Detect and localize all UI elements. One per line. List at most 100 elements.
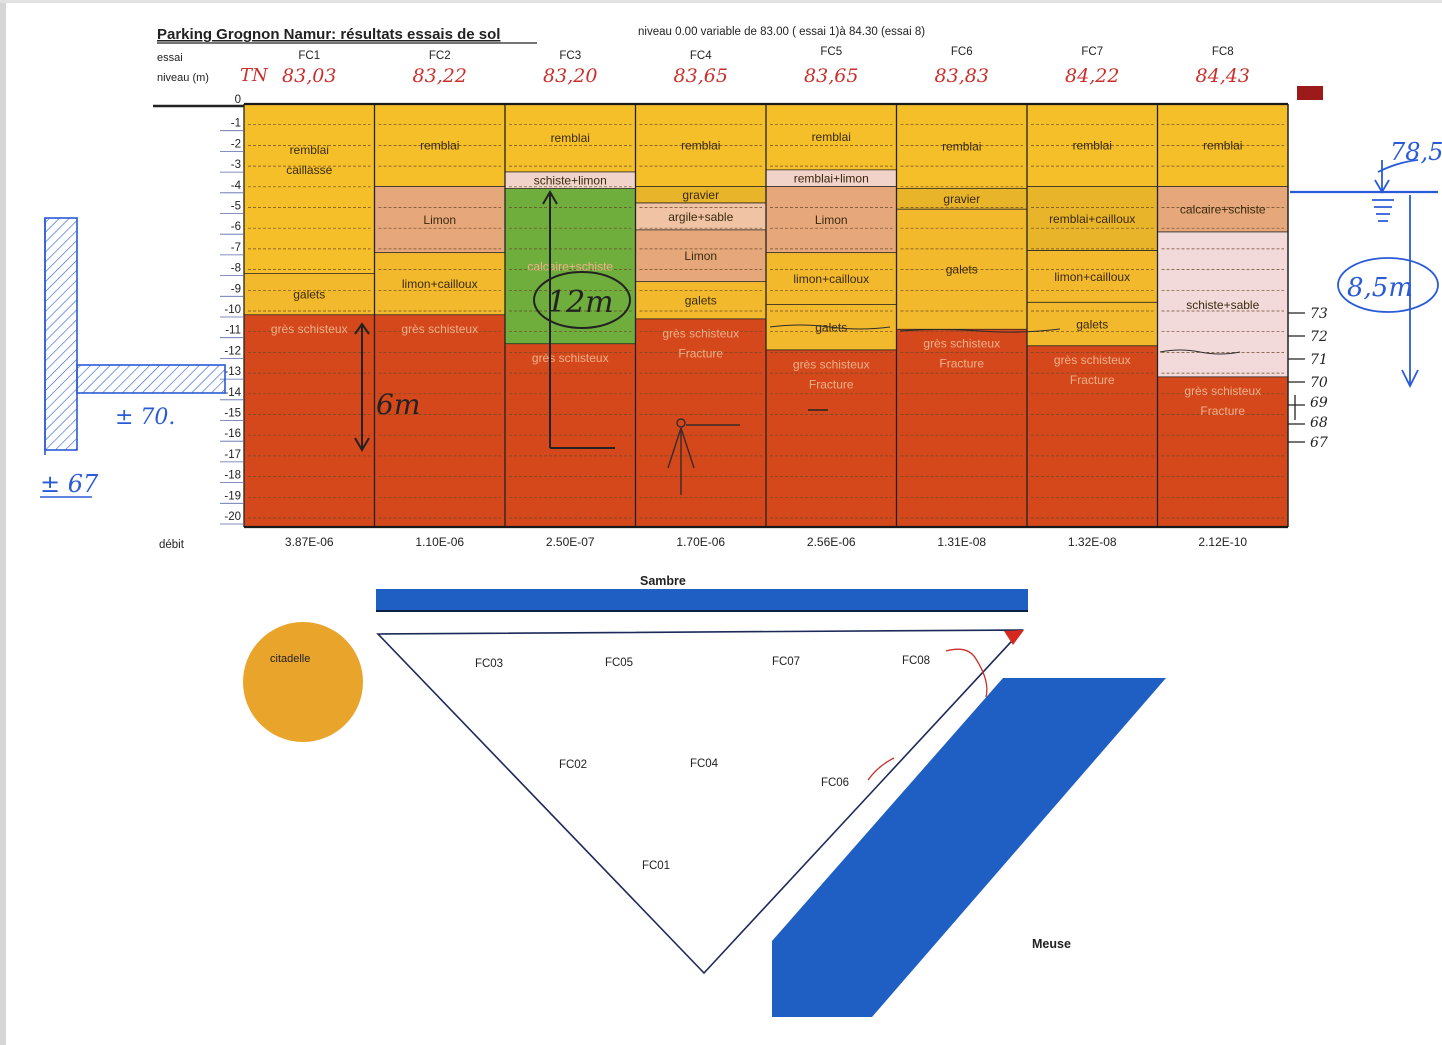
handwritten-niveau: 83,65 [674,65,728,87]
soil-layer [244,104,375,274]
soil-layer-label: calcaire+schiste [527,259,613,273]
soil-layer-label: Limon [423,213,456,227]
handwritten-water-lines [769,324,1241,355]
soil-layer [766,170,897,187]
soil-layer-label: schiste+sable [1186,298,1259,312]
retaining-wall-sketch [44,217,226,455]
survey-tripod-sketch [667,418,740,495]
handwritten-tn: TN [240,65,269,86]
soil-layer-label: limon+cailloux [793,272,869,286]
sambre-label: Sambre [640,574,686,588]
depth-tick-label: -18 [224,470,241,482]
soil-layer-label: Fracture [1200,404,1245,418]
borehole-point-fc07: FC07 [772,656,800,668]
handwritten-785: 78,5 [1390,138,1442,166]
soil-layer [896,329,1027,527]
soil-layer-label: grès schisteux [662,326,739,340]
soil-layer [505,172,636,189]
soil-layer [505,104,636,173]
borehole-column-fc3: remblaischiste+limoncalcaire+schistegrès… [504,50,636,549]
handwritten-niveau: 83,22 [413,65,467,87]
borehole-columns: remblai caillasse galets grès schisteux FC1 8… [243,46,1289,549]
site-corner-mark [1004,630,1024,645]
borehole-id: FC1 [298,50,320,62]
depth-tick-label: 0 [235,94,241,106]
citadelle-label: citadelle [270,653,310,665]
soil-layer-label: Fracture [1070,373,1115,387]
right-scale-label: 73 [1310,306,1328,322]
debit-value: 1.31E-08 [937,535,986,549]
row-label-debit: débit [159,539,185,551]
right-scale-label: 68 [1310,415,1328,431]
soil-layer [505,188,636,345]
soil-layer-label: remblai [942,139,981,153]
soil-layer-label: galets [946,263,978,277]
soil-layer-label: gravier [682,188,719,202]
depth-tick-label: -7 [231,242,241,254]
soil-layer-label: limon+cailloux [402,277,478,291]
soil-layer [896,188,1027,210]
handwritten-level-67: ± 67 [40,470,99,498]
report-title: Parking Grognon Namur: résultats essais … [157,26,500,43]
handwritten-12m: 12m [547,285,614,320]
depth-tick-label: -16 [224,428,241,440]
soil-layer [1027,250,1158,303]
soil-layer-label: galets [1076,317,1108,331]
soil-layer-label: remblai+limon [794,172,869,186]
depth-tick-label: -5 [231,201,241,213]
depth-tick-label: -17 [224,449,241,461]
depth-tick-label: -14 [224,387,241,399]
soil-layer-label: remblai [1073,138,1112,152]
handwritten-niveau: 84,43 [1196,65,1250,87]
debit-value: 2.50E-07 [546,535,595,549]
depth-tick-label: -19 [224,490,241,502]
meuse-river [772,678,1166,1017]
soil-layer-label: remblai [1203,138,1242,152]
borehole-point-fc02: FC02 [559,759,587,771]
depth-tick-label: -12 [224,345,241,357]
right-scale-label: 72 [1310,329,1328,345]
debit-value: 1.32E-08 [1068,535,1117,549]
borehole-id: FC5 [820,46,842,58]
soil-layer-label: galets [293,287,325,301]
borehole-point-fc01: FC01 [642,860,670,872]
soil-layer [1157,377,1288,527]
meuse-label: Meuse [1032,937,1071,951]
soil-layer [1157,232,1288,378]
debit-value: 2.56E-06 [807,535,856,549]
soil-layer-label: gravier [943,192,980,206]
depth-tick-label: -13 [224,366,241,378]
row-label-essai: essai [157,52,183,64]
borehole-column-fc5: remblairemblai+limonLimonlimon+caillouxg… [765,46,897,549]
soil-layer-label: grès schisteux [923,337,1000,351]
debit-value: 3.87E-06 [285,535,334,549]
borehole-point-fc06: FC06 [821,777,849,789]
soil-layer [766,104,897,171]
depth-axis: 0-1-2-3-4-5-6-7-8-9-10-11-12-13-14-15-16… [220,94,244,525]
borehole-point-fc03: FC03 [475,658,503,670]
soil-layer [766,253,897,305]
soil-layer-label: schiste+limon [534,174,607,188]
right-scale-label: 70 [1310,375,1328,391]
depth-tick-label: -3 [231,159,241,171]
depth-tick-label: -6 [231,221,241,233]
borehole-point-fc08: FC08 [902,655,930,667]
handwritten-site-arcs [867,648,988,781]
parking-site-outline [376,629,1024,975]
soil-layer-label: caillasse [286,163,332,177]
soil-layer-label: limon+cailloux [1054,270,1130,284]
soil-layer [1027,302,1158,347]
debit-value: 1.10E-06 [415,535,464,549]
right-scale-label: 71 [1310,352,1328,368]
handwritten-85m: 8,5m [1347,273,1413,303]
soil-layer-label: galets [685,294,717,308]
right-level-scale [1288,312,1305,443]
soil-layer-label: grès schisteux [532,351,609,365]
soil-layer-label: Fracture [678,346,723,360]
soil-layer [766,186,897,254]
borehole-id: FC8 [1212,46,1234,58]
debit-value: 2.12E-10 [1198,535,1247,549]
